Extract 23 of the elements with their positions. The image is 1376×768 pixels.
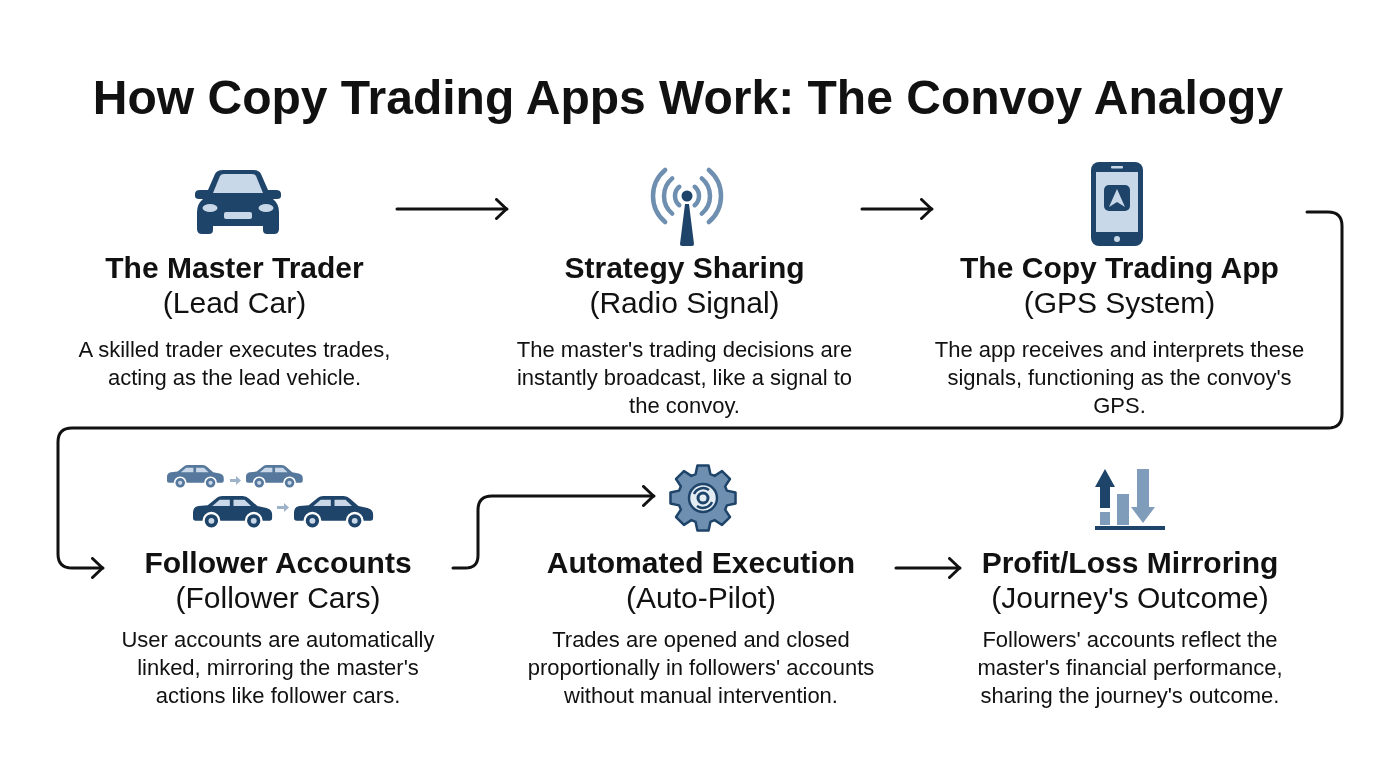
step-subtitle: (Auto-Pilot) (625, 581, 776, 615)
arrow (451, 485, 656, 570)
arrow (395, 198, 509, 220)
step-subtitle: (Radio Signal) (589, 286, 780, 320)
step-subtitle: (Follower Cars) (175, 581, 381, 615)
arrow (894, 557, 962, 579)
step-subtitle: (Journey's Outcome) (991, 581, 1269, 615)
step-description: Followers' accounts reflect the master's financial performance, sharing the journey's outcome. (976, 626, 1284, 710)
step-title: The Master Trader (105, 250, 364, 286)
title: How Copy Trading Apps Work: The Convoy Analogy (92, 70, 1284, 126)
step-description: The master's trading decisions are instantly broadcast, like a signal to the convoy. (515, 336, 854, 420)
step-title: Automated Execution (546, 545, 856, 581)
arrow (860, 198, 934, 220)
step-title: Strategy Sharing (564, 250, 805, 286)
step-title: Follower Accounts (144, 545, 412, 581)
step-subtitle: (Lead Car) (162, 286, 307, 320)
step-description: Trades are opened and closed proportionally in followers' accounts without manual intervention. (526, 626, 876, 710)
step-description: A skilled trader executes trades, acting as the lead vehicle. (77, 336, 392, 392)
step-title: The Copy Trading App (960, 250, 1279, 286)
step-title: Profit/Loss Mirroring (981, 545, 1279, 581)
step-subtitle: (GPS System) (1023, 286, 1216, 320)
step-description: User accounts are automatically linked, mirroring the master's actions like follower cars. (120, 626, 436, 710)
step-description: The app receives and interprets these signals, functioning as the convoy's GPS. (933, 336, 1306, 420)
